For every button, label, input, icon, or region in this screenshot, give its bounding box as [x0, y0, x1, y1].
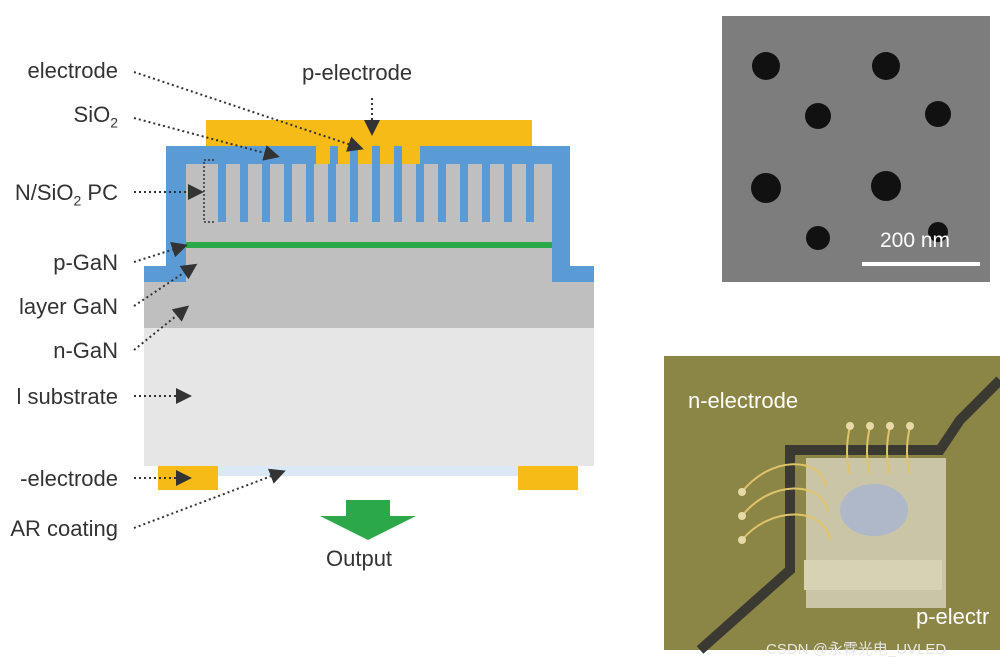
label-n-electrode: -electrode	[20, 466, 118, 491]
substrate-layer	[144, 328, 594, 466]
sio2-passivation-right	[420, 146, 594, 282]
scale-label: 200 nm	[880, 229, 951, 252]
label-p-electrode: p-electrode	[302, 60, 413, 85]
label-p-gan: p-GaN	[53, 250, 118, 275]
label-electrode: electrode	[27, 58, 118, 83]
photonic-crystal-holes	[218, 160, 534, 222]
ar-coating-layer	[218, 466, 518, 476]
n-electrode-left	[158, 466, 218, 490]
label-pc: N/SiO2 PC	[14, 180, 118, 209]
label-buffer-gan: layer GaN	[18, 294, 118, 319]
sio2-passivation	[144, 146, 316, 282]
label-substrate: l substrate	[16, 384, 119, 409]
label-sio2: SiO2	[73, 102, 118, 131]
n-gan-layer	[144, 282, 594, 328]
leader-lines	[133, 71, 380, 529]
p-gan-layer	[186, 242, 552, 248]
label-n-gan: n-GaN	[53, 338, 118, 363]
label-output: Output	[326, 546, 393, 571]
photo-n-electrode-label: n-electrode	[688, 388, 799, 413]
p-electrode-pad	[206, 120, 532, 146]
n-electrode-right	[518, 466, 578, 490]
photo-p-electrode-label: p-electr	[916, 604, 990, 629]
label-ar-coating: AR coating	[10, 516, 118, 541]
watermark: CSDN @永霖光电_UVLED	[766, 641, 947, 658]
output-arrow	[320, 500, 416, 540]
